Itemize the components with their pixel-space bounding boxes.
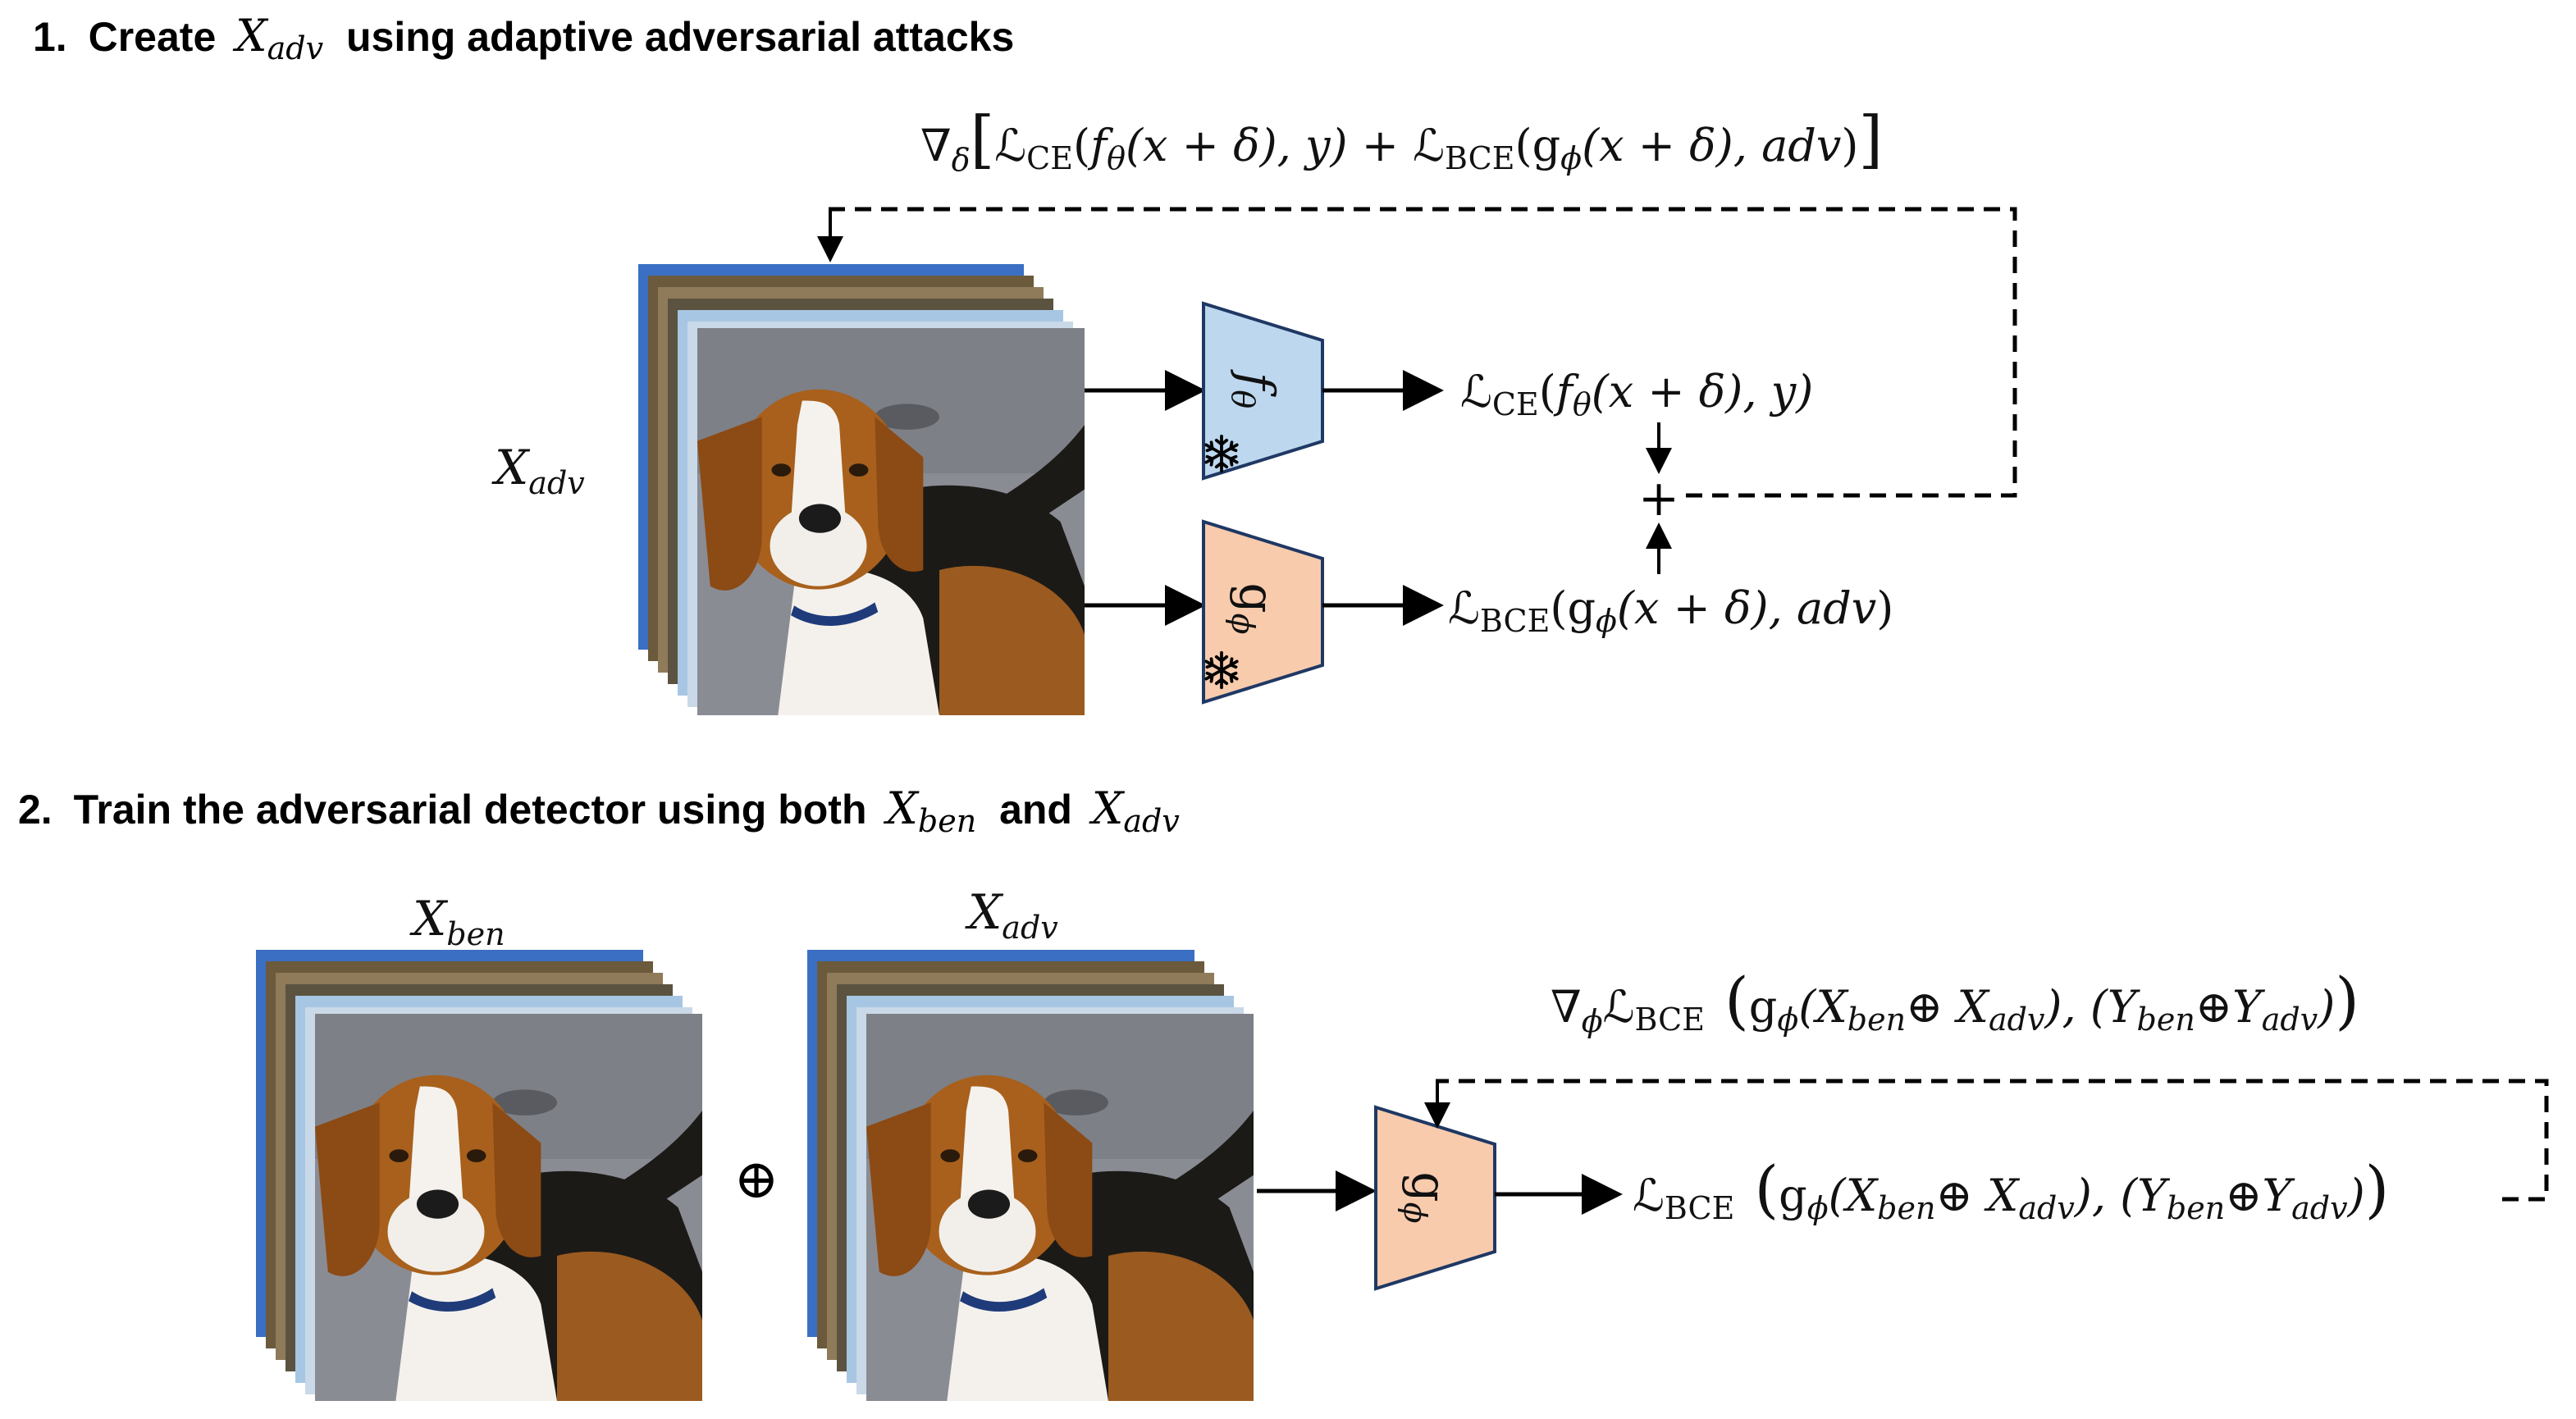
oplus-symbol: ⊕ [733, 1148, 779, 1211]
section2-title-pre: Train the adversarial detector using bot… [74, 787, 867, 833]
section2-title: 2. Train the adversarial detector using … [18, 783, 1180, 841]
image-stack-xadv-2 [807, 950, 1254, 1401]
section1-number: 1. [33, 14, 67, 60]
image-stack-xadv-1 [638, 264, 1085, 715]
xben-label: Xben [409, 891, 505, 952]
feedback-loop-2 [1436, 1079, 2549, 1202]
xadv-label-1: Xadv [491, 440, 585, 501]
g-phi-train-model: gϕ [1374, 1105, 1496, 1291]
bce-loss: ℒBCE(gϕ(x + δ), adv) [1448, 582, 1893, 639]
g-phi-train-label: gϕ [1397, 1171, 1457, 1223]
section1-title-var-sub: adv [267, 30, 324, 66]
xadv-label-2: Xadv [965, 884, 1058, 946]
bce-loss-train: ℒBCE (gϕ(Xben⊕ Xadv), (Yben⊕Yadv)) [1633, 1152, 2389, 1226]
section1-title: 1. Create Xadv using adaptive adversaria… [33, 10, 1014, 68]
grad-phi-equation: ∇ϕℒBCE (gϕ(Xben⊕ Xadv), (Yben⊕Yadv)) [1551, 964, 2359, 1039]
g-phi-label: gϕ [1225, 582, 1285, 634]
sum-plus: + [1638, 470, 1679, 527]
section1-title-pre: Create [89, 14, 217, 60]
f-theta-model: fθ [1202, 301, 1324, 481]
grad-delta-equation: ∇δ[ℒCE(fθ(x + δ), y) + ℒBCE(gϕ(x + δ), a… [920, 103, 1883, 178]
g-phi-model: gϕ [1202, 519, 1324, 705]
section2-number: 2. [18, 787, 53, 833]
section1-title-post: using adaptive adversarial attacks [346, 14, 1014, 60]
feedback-loop-1 [829, 207, 2017, 498]
ce-loss: ℒCE(fθ(x + δ), y) [1460, 366, 1813, 422]
image-stack-xben [256, 950, 702, 1401]
section1-title-var: X [232, 10, 269, 62]
